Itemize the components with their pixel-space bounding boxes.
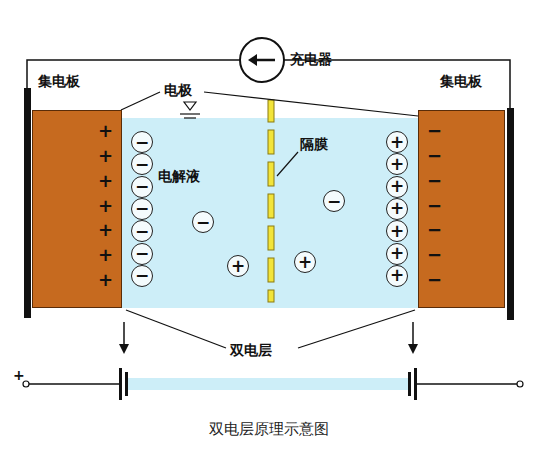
terminal-sign: + — [13, 367, 25, 384]
ion-charge: + — [231, 258, 245, 275]
separator-label: 隔膜 — [300, 136, 328, 153]
ion-charge: + — [390, 245, 404, 262]
ion-circle: + — [294, 251, 316, 273]
ion-circle: + — [386, 131, 408, 153]
water-level-symbol — [184, 102, 196, 110]
capacitor-plate — [119, 368, 122, 400]
leader-line — [204, 92, 418, 116]
ion-charge: + — [390, 223, 404, 240]
ion-charge: + — [298, 254, 312, 271]
ion-circle: + — [386, 243, 408, 265]
ion-circle: + — [386, 265, 408, 287]
water-level-symbol — [184, 117, 196, 118]
plus-sign: + — [98, 146, 113, 166]
charger-symbol — [240, 38, 284, 82]
leader-line — [121, 92, 160, 110]
wire — [284, 60, 510, 108]
ion-charge: − — [135, 134, 149, 151]
double-layer-label: 双电层 — [230, 342, 272, 359]
ion-circle: − — [131, 243, 153, 265]
minus-sign: − — [427, 171, 442, 191]
plus-sign: + — [98, 171, 113, 191]
capacitor-electrolyte — [128, 378, 408, 390]
down-arrow — [408, 344, 418, 354]
collector-plate — [507, 108, 514, 320]
wire — [29, 383, 119, 385]
ion-charge: − — [135, 245, 149, 262]
ion-charge: + — [390, 178, 404, 195]
ion-circle: + — [227, 255, 249, 277]
down-arrow — [119, 344, 129, 354]
minus-sign: − — [427, 220, 442, 240]
plus-sign: + — [98, 121, 113, 141]
leader-line — [277, 152, 298, 176]
minus-sign: − — [427, 270, 442, 290]
down-arrow — [412, 322, 414, 346]
ion-charge: + — [390, 267, 404, 284]
ion-charge: − — [196, 214, 210, 231]
ion-circle: + — [386, 176, 408, 198]
leader-line — [298, 310, 415, 348]
ion-charge: − — [135, 156, 149, 173]
ion-circle: − — [131, 131, 153, 153]
collector-plate — [24, 88, 31, 318]
minus-sign: − — [427, 121, 442, 141]
ion-circle: + — [386, 153, 408, 175]
caption: 双电层原理示意图 — [209, 420, 329, 438]
electrode-label: 电极 — [164, 82, 192, 99]
collector-label: 集电板 — [440, 73, 482, 90]
ion-circle: − — [131, 198, 153, 220]
electrode: − − − − − − − — [418, 110, 505, 308]
terminal — [517, 381, 523, 387]
plus-sign: + — [98, 220, 113, 240]
ion-circle: − — [131, 153, 153, 175]
wire — [417, 383, 517, 385]
plus-sign: + — [98, 196, 113, 216]
ion-charge: + — [390, 134, 404, 151]
electrolyte: 电解液−−−−−−−−++−+++++++ — [122, 118, 418, 308]
electrode: + + + + + + + — [32, 110, 122, 308]
water-level-symbol — [180, 113, 200, 114]
plus-sign: + — [98, 245, 113, 265]
leader-line — [126, 310, 226, 348]
ion-charge: − — [135, 223, 149, 240]
collector-label: 集电板 — [38, 73, 80, 90]
ion-circle: − — [323, 190, 345, 212]
ion-charge: − — [135, 178, 149, 195]
ion-circle: − — [131, 220, 153, 242]
minus-sign: − — [427, 146, 442, 166]
ion-charge: − — [135, 267, 149, 284]
charger-label: 充电器 — [290, 51, 332, 68]
ion-circle: − — [131, 265, 153, 287]
ion-circle: + — [386, 220, 408, 242]
ion-charge: + — [390, 200, 404, 217]
electrolyte-fill — [122, 118, 418, 308]
separator — [268, 100, 274, 302]
ion-circle: − — [131, 176, 153, 198]
plus-sign: + — [98, 270, 113, 290]
charger-arrowhead — [248, 54, 257, 66]
capacitor-plate — [408, 372, 411, 396]
capacitor-plate — [125, 372, 128, 396]
electrolyte-label: 电解液 — [158, 168, 200, 185]
ion-charge: − — [135, 200, 149, 217]
ion-charge: + — [390, 156, 404, 173]
minus-sign: − — [427, 196, 442, 216]
down-arrow — [123, 322, 125, 346]
ion-circle: + — [386, 198, 408, 220]
ion-charge: − — [327, 193, 341, 210]
ion-circle: − — [192, 211, 214, 233]
capacitor-plate — [414, 368, 417, 400]
minus-sign: − — [427, 245, 442, 265]
